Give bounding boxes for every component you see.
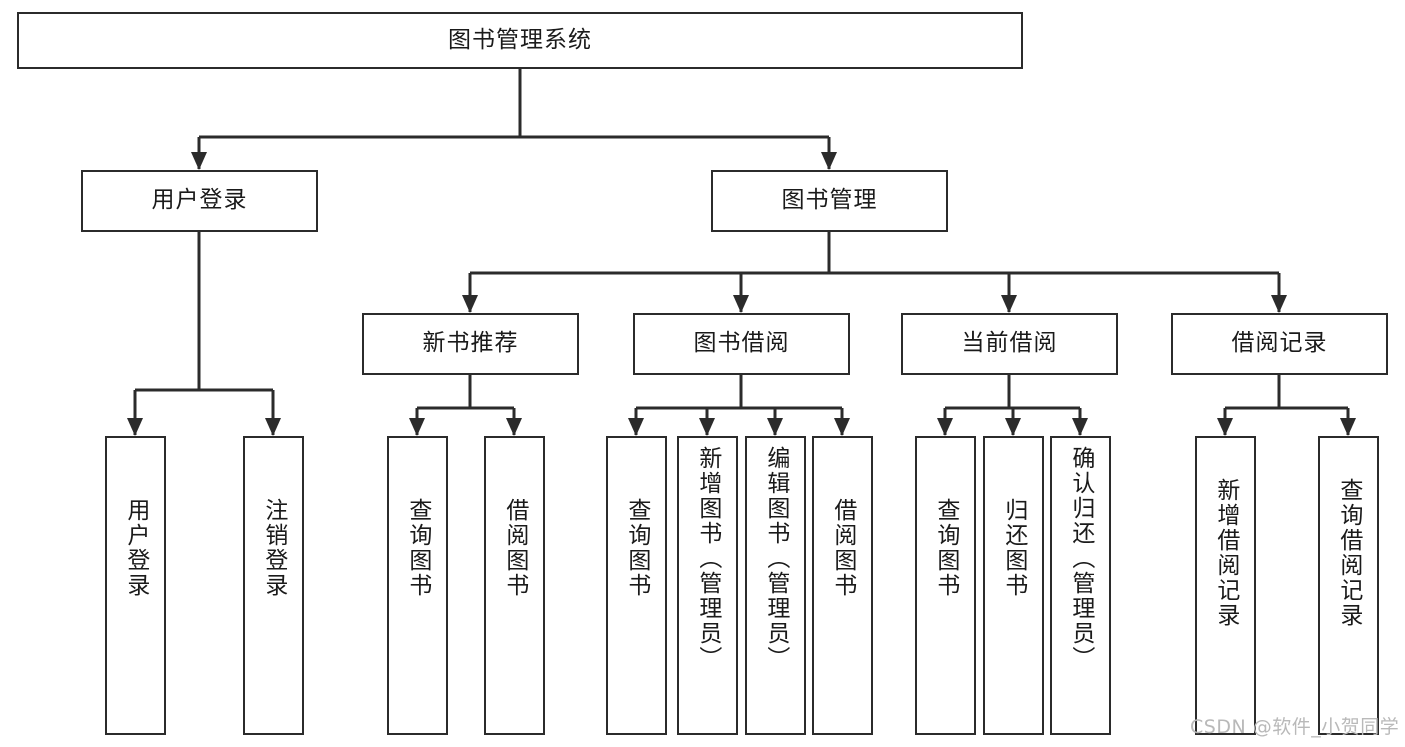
node-label: 确认归还（管理员） — [1067, 446, 1094, 671]
node-label: 查询图书 — [932, 498, 959, 598]
node-leaf-6[interactable]: 编辑图书（管理员） — [745, 436, 806, 735]
node-level2-0[interactable]: 用户登录 — [81, 170, 318, 232]
node-leaf-4[interactable]: 查询图书 — [606, 436, 667, 735]
node-label: 新增图书（管理员） — [694, 446, 721, 671]
node-label: 图书管理 — [781, 187, 878, 214]
node-label: 查询图书 — [623, 498, 650, 598]
csdn-watermark: CSDN @软件_小贺同学 — [1190, 716, 1400, 738]
node-label: 用户登录 — [122, 498, 149, 598]
node-leaf-9[interactable]: 归还图书 — [983, 436, 1044, 735]
node-leaf-12[interactable]: 查询借阅记录 — [1318, 436, 1379, 735]
node-leaf-1[interactable]: 注销登录 — [243, 436, 304, 735]
node-label: 新书推荐 — [422, 330, 519, 357]
node-label: 图书管理系统 — [448, 26, 592, 53]
node-root[interactable]: 图书管理系统 — [17, 12, 1023, 69]
node-level3-3[interactable]: 借阅记录 — [1171, 313, 1388, 375]
node-leaf-5[interactable]: 新增图书（管理员） — [677, 436, 738, 735]
node-level2-1[interactable]: 图书管理 — [711, 170, 948, 232]
node-label: 编辑图书（管理员） — [762, 446, 789, 671]
node-leaf-11[interactable]: 新增借阅记录 — [1195, 436, 1256, 735]
node-leaf-7[interactable]: 借阅图书 — [812, 436, 873, 735]
node-level3-2[interactable]: 当前借阅 — [901, 313, 1118, 375]
node-label: 查询图书 — [404, 498, 431, 598]
node-leaf-10[interactable]: 确认归还（管理员） — [1050, 436, 1111, 735]
node-label: 借阅记录 — [1231, 330, 1328, 357]
node-level3-0[interactable]: 新书推荐 — [362, 313, 579, 375]
node-label: 注销登录 — [260, 498, 287, 598]
node-label: 归还图书 — [1000, 498, 1027, 598]
node-label: 借阅图书 — [829, 498, 856, 598]
node-label: 借阅图书 — [501, 498, 528, 598]
node-leaf-3[interactable]: 借阅图书 — [484, 436, 545, 735]
node-leaf-0[interactable]: 用户登录 — [105, 436, 166, 735]
node-label: 用户登录 — [151, 187, 248, 214]
node-leaf-2[interactable]: 查询图书 — [387, 436, 448, 735]
node-label: 新增借阅记录 — [1212, 478, 1239, 628]
node-label: 当前借阅 — [961, 330, 1058, 357]
node-level3-1[interactable]: 图书借阅 — [633, 313, 850, 375]
node-leaf-8[interactable]: 查询图书 — [915, 436, 976, 735]
node-label: 图书借阅 — [693, 330, 790, 357]
node-label: 查询借阅记录 — [1335, 478, 1362, 628]
